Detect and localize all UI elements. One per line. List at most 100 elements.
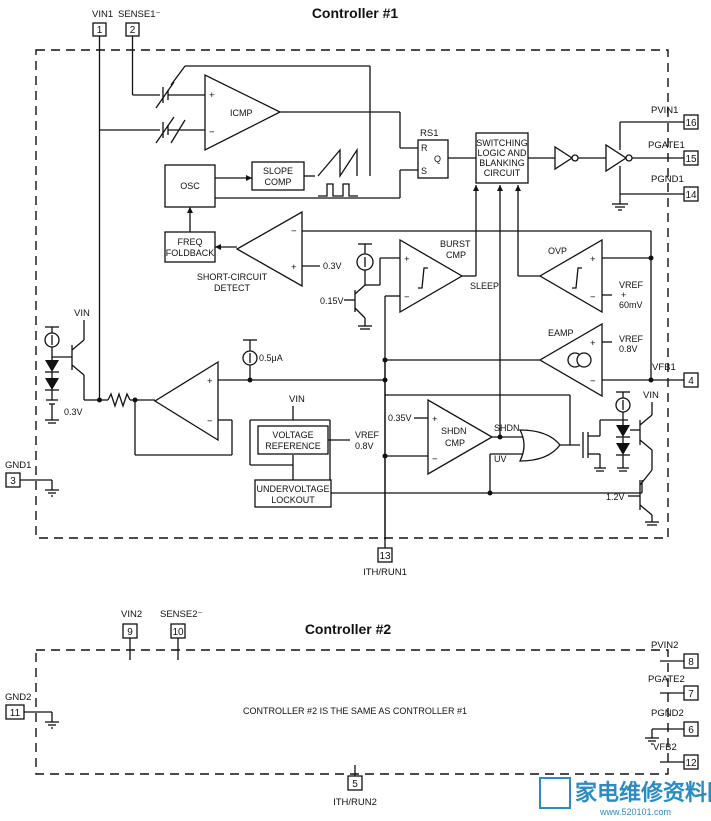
svg-text:CMP: CMP [446, 250, 466, 260]
ramp-waveform [317, 147, 358, 179]
pin-sense1-name: SENSE1⁻ [118, 9, 161, 20]
svg-text:PGATE1: PGATE1 [648, 140, 685, 151]
svg-text:0.35V: 0.35V [388, 413, 412, 423]
svg-text:+: + [432, 414, 438, 425]
diode-2 [45, 378, 59, 390]
svg-text:VIN: VIN [643, 390, 659, 401]
svg-text:PVIN1: PVIN1 [651, 105, 678, 116]
pin-vfb2: VFB2 12 [653, 742, 699, 770]
svg-text:14: 14 [685, 190, 697, 201]
rs1-label: RS1 [420, 128, 438, 139]
undervoltage-lockout-block: UNDERVOLTAGE LOCKOUT [254, 479, 332, 508]
svg-text:−: − [432, 454, 438, 465]
pin-ith-run2: 5 ITH/RUN2 [333, 775, 377, 808]
svg-text:+: + [590, 254, 596, 265]
svg-text:16: 16 [685, 118, 697, 129]
controller1-boundary [35, 49, 669, 539]
svg-text:ITH/RUN2: ITH/RUN2 [333, 797, 377, 808]
svg-text:LOCKOUT: LOCKOUT [271, 495, 315, 505]
controller1-title: Controller #1 [312, 5, 399, 21]
switching-logic-block: SWITCHING LOGIC AND BLANKING CIRCUIT [475, 132, 529, 184]
svg-text:+: + [291, 262, 297, 273]
svg-text:0.5μA: 0.5μA [259, 353, 283, 363]
slope-comp-block: SLOPE COMP [251, 161, 305, 191]
svg-text:+: + [207, 376, 213, 387]
osc-block: OSC [164, 164, 216, 208]
pin-pgate2: PGATE2 7 [648, 674, 699, 701]
svg-text:VREF: VREF [619, 280, 644, 290]
svg-text:UNDERVOLTAGE: UNDERVOLTAGE [256, 484, 329, 494]
burst-comparator: + − [399, 238, 464, 314]
svg-text:S: S [421, 166, 427, 176]
svg-text:EAMP: EAMP [548, 328, 574, 338]
controller2-note: CONTROLLER #2 IS THE SAME AS CONTROLLER … [243, 706, 467, 716]
svg-text:VFB2: VFB2 [653, 742, 677, 753]
svg-text:FOLDBACK: FOLDBACK [166, 248, 215, 258]
icmp-comparator: + − ICMP [204, 73, 282, 152]
svg-text:家电维修资料网: 家电维修资料网 [575, 780, 711, 805]
svg-text:−: − [207, 416, 213, 427]
svg-text:PGATE2: PGATE2 [648, 674, 685, 685]
pin-sense2: SENSE2⁻ 10 [160, 609, 203, 639]
svg-text:15: 15 [685, 154, 697, 165]
svg-text:8: 8 [688, 657, 694, 668]
svg-text:CIRCUIT: CIRCUIT [484, 168, 521, 178]
pin-vfb1: VFB1 4 [652, 362, 699, 388]
svg-text:SHDN: SHDN [441, 426, 467, 436]
buffer-amplifier: + − [153, 360, 219, 442]
svg-text:OSC: OSC [180, 181, 200, 191]
svg-text:9: 9 [127, 627, 133, 638]
svg-text:0.3V: 0.3V [64, 407, 83, 417]
svg-text:REFERENCE: REFERENCE [265, 441, 321, 451]
svg-text:−: − [590, 376, 596, 387]
resistor [107, 391, 131, 409]
shdn-comparator: + − [427, 398, 494, 476]
error-amplifier: + − [538, 322, 603, 398]
svg-text:1.2V: 1.2V [606, 492, 625, 502]
voltage-reference-block: VOLTAGE REFERENCE [257, 425, 329, 455]
svg-text:UV: UV [494, 454, 507, 464]
svg-text:11: 11 [10, 708, 21, 719]
svg-text:VREF: VREF [619, 334, 644, 344]
svg-text:−: − [291, 226, 297, 237]
svg-text:OVP: OVP [548, 246, 567, 256]
controller2-boundary [35, 649, 669, 775]
svg-text:SLOPE: SLOPE [263, 166, 293, 176]
svg-text:CMP: CMP [445, 438, 465, 448]
svg-text:VFB1: VFB1 [652, 362, 676, 373]
svg-text:VREF: VREF [355, 430, 380, 440]
inverter-1 [554, 145, 574, 171]
pin-vin1: VIN1 1 [92, 9, 113, 37]
svg-text:3: 3 [10, 476, 16, 487]
offset-source-bottom [155, 116, 205, 144]
svg-text:SWITCHING: SWITCHING [476, 138, 528, 148]
watermark: 家电维修资料网 www.520101.com [539, 777, 711, 817]
svg-text:−: − [404, 292, 410, 303]
svg-text:13: 13 [379, 551, 391, 562]
svg-text:LOGIC AND: LOGIC AND [477, 148, 527, 158]
svg-text:GND2: GND2 [5, 692, 31, 703]
svg-text:www.520101.com: www.520101.com [599, 807, 671, 817]
pin-gnd1: GND1 3 [5, 460, 31, 488]
gate-driver [605, 143, 628, 173]
svg-text:COMP: COMP [265, 177, 292, 187]
svg-text:12: 12 [685, 758, 697, 769]
svg-text:VIN2: VIN2 [121, 609, 142, 620]
pin-sense1-num: 2 [130, 25, 136, 36]
icmp-label: ICMP [230, 108, 253, 118]
svg-text:−: − [209, 127, 215, 138]
svg-text:ITH/RUN1: ITH/RUN1 [363, 567, 407, 578]
svg-text:60mV: 60mV [619, 300, 643, 310]
pulse-waveform [318, 183, 358, 197]
rs1-latch: RS1 R S Q [417, 128, 449, 179]
svg-text:PGND2: PGND2 [651, 708, 684, 719]
pin-gnd2: GND2 11 [5, 692, 31, 720]
pin-sense1: SENSE1⁻ 2 [118, 9, 161, 37]
svg-text:0.8V: 0.8V [355, 441, 374, 451]
pin-vin2: VIN2 9 [121, 609, 142, 639]
svg-text:VIN: VIN [289, 394, 305, 405]
svg-text:+: + [590, 338, 596, 349]
svg-text:DETECT: DETECT [214, 283, 251, 293]
svg-text:7: 7 [688, 689, 694, 700]
